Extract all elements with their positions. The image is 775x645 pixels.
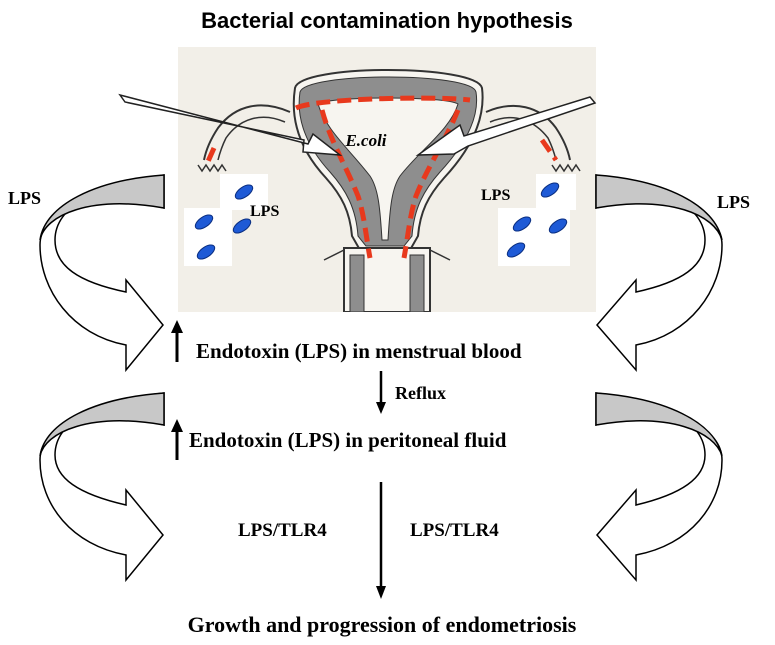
right-fallopian-tube [485,105,571,161]
left-upper-cycle-arrow [39,174,165,373]
cervix [343,247,431,312]
lps-illustration-left: LPS [250,203,279,220]
diagram-title: Bacterial contamination hypothesis [201,8,573,33]
tlr4-pathway: LPS/TLR4 LPS/TLR4 [238,482,499,599]
right-entry-arrow [415,96,597,156]
peritoneal-step: Endotoxin (LPS) in peritoneal fluid [171,419,507,460]
left-lower-cycle-arrow [39,392,165,583]
lps-illustration-right: LPS [481,187,510,204]
uterus-illustration: E.coli LPS LPS [118,47,597,312]
right-lower-cycle-arrow [595,392,723,583]
tlr4-label-left: LPS/TLR4 [238,520,327,541]
reflux-step: Reflux [376,371,446,414]
reflux-label: Reflux [395,383,446,403]
ecoli-label: E.coli [344,131,386,150]
lps-cycle-label-right: LPS [717,192,750,212]
menstrual-endotoxin-label: Endotoxin (LPS) in menstrual blood [196,339,522,363]
peritoneal-endotoxin-label: Endotoxin (LPS) in peritoneal fluid [189,428,507,452]
up-arrow-peritoneal [171,419,183,460]
up-arrow-menstrual [171,320,183,362]
outcome-label: Growth and progression of endometriosis [188,612,577,637]
tlr4-label-right: LPS/TLR4 [410,520,499,541]
left-entry-arrow [118,93,343,156]
right-fimbriae [551,163,581,173]
right-upper-cycle-arrow [595,174,723,373]
left-fimbriae [197,163,227,173]
lps-bacteria [194,182,568,260]
menstrual-step: Endotoxin (LPS) in menstrual blood [171,320,522,363]
left-fallopian-tube [203,104,291,161]
lps-cycle-label-left: LPS [8,188,41,208]
